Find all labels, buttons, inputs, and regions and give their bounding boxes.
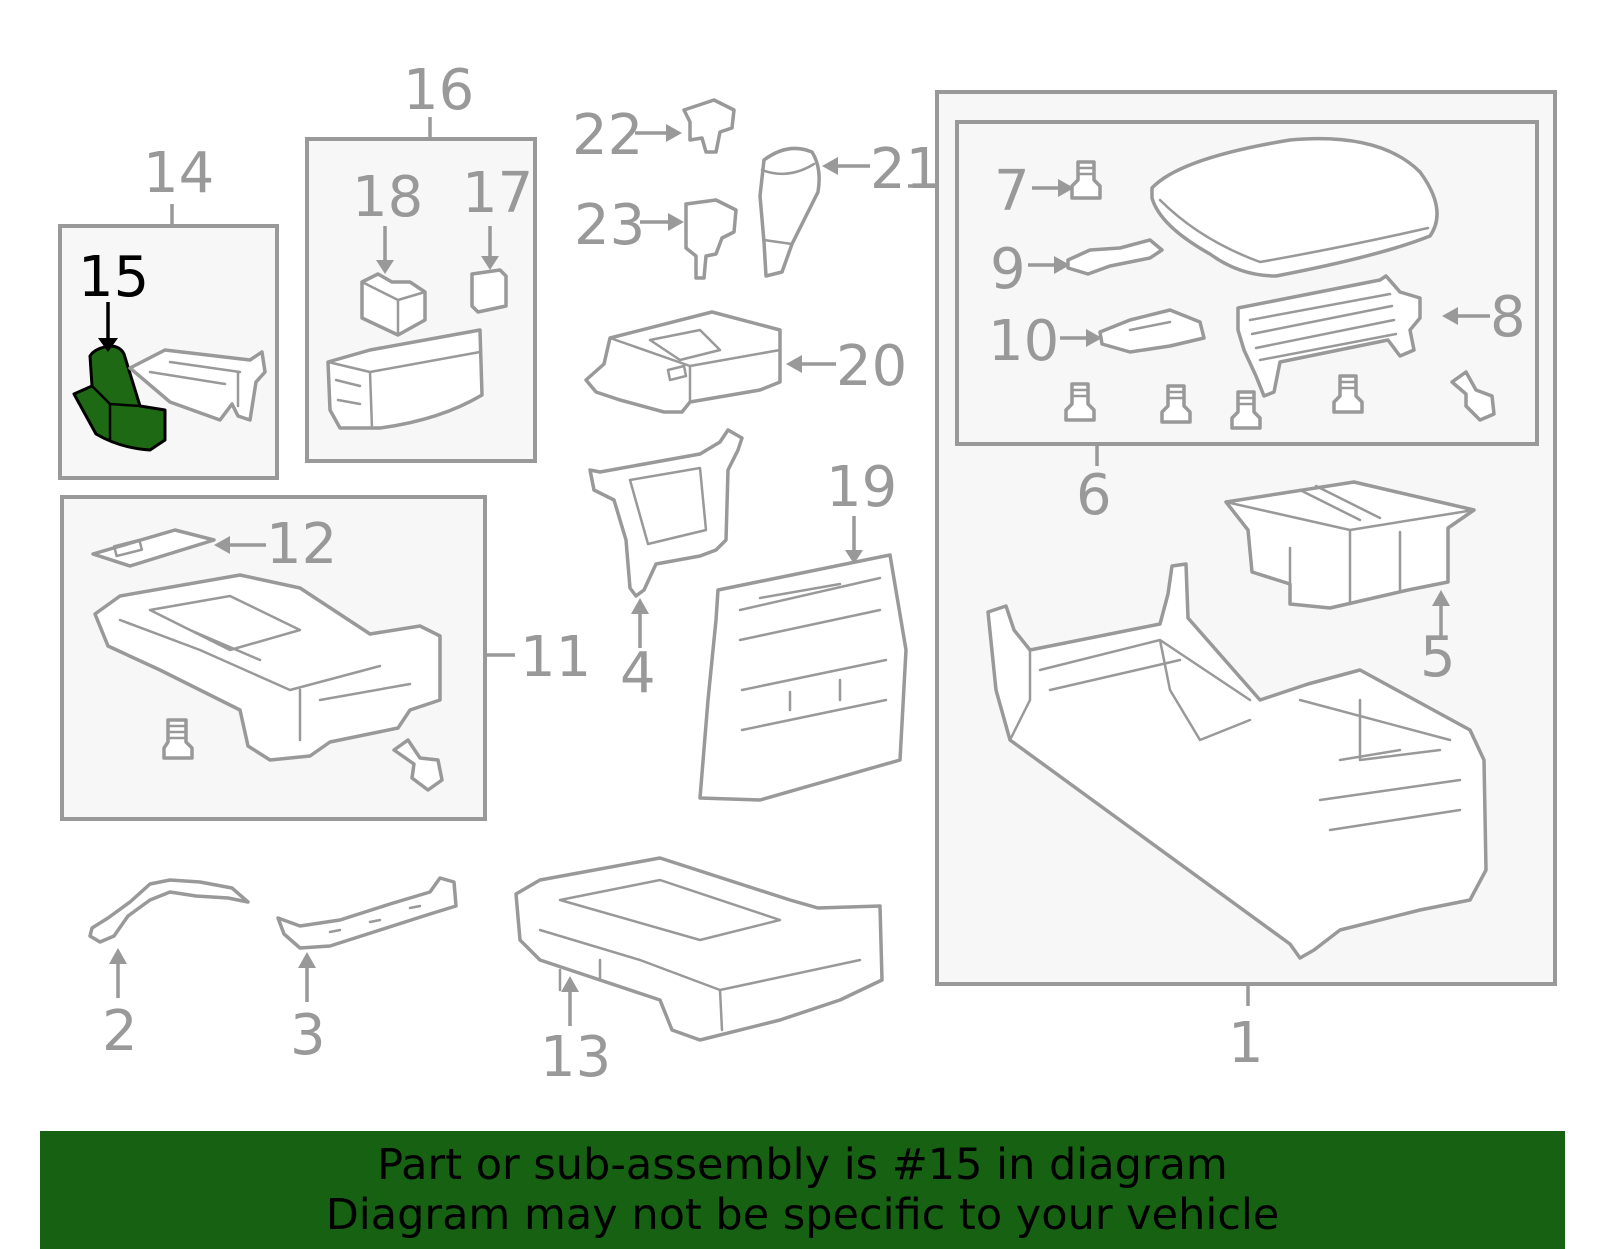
banner-line-disclaimer: Diagram may not be specific to your vehi… [325, 1190, 1280, 1240]
part-6-screw-b[interactable] [1160, 384, 1192, 424]
part-6-armrest-lid[interactable] [1150, 136, 1439, 278]
part-6-screw-d[interactable] [1332, 374, 1364, 414]
part-7-screw[interactable] [1070, 160, 1102, 200]
part-10-plate[interactable] [1098, 308, 1206, 354]
part-15-shifter-boot[interactable] [72, 344, 167, 452]
callout-23: 23 [574, 193, 645, 258]
callout-4: 4 [620, 641, 656, 706]
callout-8: 8 [1490, 285, 1526, 350]
part-9-plate[interactable] [1066, 238, 1164, 276]
part-1-console-body[interactable] [986, 562, 1488, 960]
part-21-shift-knob[interactable] [758, 146, 821, 278]
callout-19: 19 [826, 455, 897, 520]
part-14-bezel[interactable] [128, 348, 267, 422]
part-6-screw-c[interactable] [1230, 390, 1262, 430]
part-11-upper-panel[interactable] [93, 573, 442, 762]
callout-3: 3 [290, 1003, 326, 1068]
part-23-clip[interactable] [684, 198, 738, 280]
banner-line-part-number: Part or sub-assembly is #15 in diagram [377, 1140, 1228, 1190]
part-13-frame[interactable] [514, 856, 884, 1042]
part-2-bracket[interactable] [88, 878, 250, 944]
part-22-clip[interactable] [682, 98, 736, 154]
part-3-bracket[interactable] [276, 876, 458, 950]
callout-15: 15 [78, 245, 149, 310]
callout-13: 13 [540, 1025, 611, 1090]
part-6-bolt[interactable] [1450, 370, 1496, 422]
info-banner: Part or sub-assembly is #15 in diagram D… [40, 1131, 1565, 1249]
part-4-bracket[interactable] [588, 428, 744, 598]
callout-22: 22 [572, 103, 643, 168]
callout-16: 16 [403, 58, 474, 123]
part-11-bolt-a[interactable] [162, 718, 194, 760]
callout-10: 10 [988, 309, 1059, 374]
callout-2: 2 [102, 999, 138, 1064]
callout-9: 9 [990, 237, 1026, 302]
part-19-panel[interactable] [698, 553, 908, 802]
callout-14: 14 [143, 141, 214, 206]
callout-18: 18 [352, 165, 423, 230]
callout-11: 11 [520, 625, 591, 690]
callout-5: 5 [1420, 625, 1456, 690]
part-6-screw-a[interactable] [1064, 382, 1096, 422]
part-8-hinge[interactable] [1236, 274, 1422, 398]
part-16-box-body[interactable] [326, 328, 484, 430]
part-12-cover[interactable] [91, 528, 216, 568]
callout-7: 7 [994, 159, 1030, 224]
part-18-holder[interactable] [360, 272, 427, 337]
callout-6: 6 [1076, 463, 1112, 528]
part-11-bolt-b[interactable] [392, 738, 444, 792]
part-5-storage-tray[interactable] [1224, 480, 1476, 610]
callout-1: 1 [1228, 1011, 1264, 1076]
callout-17: 17 [462, 161, 533, 226]
callout-12: 12 [266, 512, 337, 577]
part-20-shift-plate[interactable] [584, 310, 782, 414]
callout-21: 21 [870, 137, 941, 202]
callout-20: 20 [836, 334, 907, 399]
part-17-clip[interactable] [470, 268, 508, 314]
